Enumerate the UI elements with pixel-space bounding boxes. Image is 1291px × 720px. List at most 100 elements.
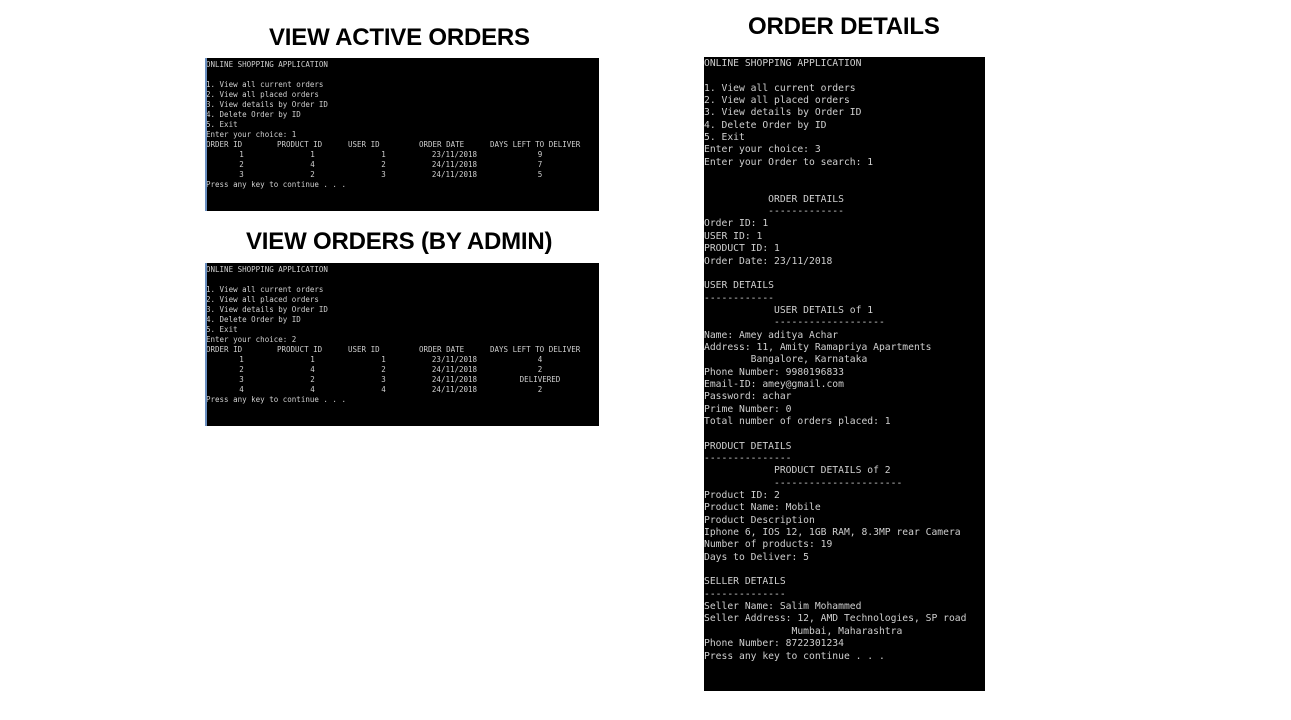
menu-item: 3. View details by Order ID [206, 305, 328, 314]
table-cell: 2 [381, 160, 386, 169]
column-header: USER ID [348, 140, 380, 149]
console-line: Product Name: Mobile [704, 502, 821, 514]
table-cell: 2 [239, 365, 244, 374]
console-line: USER DETAILS [704, 280, 774, 292]
console-line: Order Date: 23/11/2018 [704, 255, 833, 267]
console-line: PRODUCT DETAILS [704, 440, 792, 452]
console-line: SELLER DETAILS [704, 576, 786, 588]
table-cell: 4 [310, 160, 315, 169]
table-cell: 1 [381, 355, 386, 364]
window-edge [205, 263, 207, 426]
blank-line [206, 275, 599, 285]
console-line: 1. View all current orders [704, 82, 856, 94]
table-cell: 3 [239, 170, 244, 179]
table-row: 1 1 1 23/11/2018 4 [206, 355, 599, 365]
console-line [704, 268, 985, 280]
table-cell: 1 [310, 355, 315, 364]
console-line: 2. View all placed orders [704, 95, 850, 107]
console-line: ONLINE SHOPPING APPLICATION [704, 58, 862, 69]
table-cell: 4 [310, 365, 315, 374]
column-header: DAYS LEFT TO DELIVER [490, 345, 581, 354]
table-cell: 2 [310, 170, 315, 179]
console-line: Prime Number: 0 [704, 403, 792, 415]
table-cell: 3 [381, 170, 386, 179]
table-cell: 2 [381, 365, 386, 374]
console-line: ------------ [704, 292, 774, 304]
console-line: Enter your Order to search: 1 [704, 156, 874, 168]
console-line: Enter your choice: 3 [704, 144, 821, 156]
console-line: --------------- [704, 453, 792, 464]
console-line: Phone Number: 8722301234 [704, 638, 844, 650]
console-line [704, 169, 985, 181]
column-header: PRODUCT ID [277, 140, 323, 149]
column-header: PRODUCT ID [277, 345, 323, 354]
menu-item: 5. Exit [206, 120, 238, 129]
console-line: Email-ID: amey@gmail.com [704, 378, 844, 390]
console-line [704, 564, 985, 576]
continue-prompt: Press any key to continue . . . [206, 395, 346, 404]
console-line: Seller Name: Salim Mohammed [704, 601, 862, 613]
console-line: Mumbai, Maharashtra [704, 625, 903, 637]
table-row: 1 1 1 23/11/2018 9 [206, 150, 599, 160]
column-header: ORDER DATE [419, 345, 465, 354]
console-line: Name: Amey aditya Achar [704, 329, 839, 341]
menu-item: 3. View details by Order ID [206, 100, 328, 109]
table-row: 4 4 4 24/11/2018 2 [206, 385, 599, 395]
console-line: Bangalore, Karnataka [704, 354, 868, 366]
table-cell: 4 [381, 385, 386, 394]
console-line: ---------------------- [704, 477, 903, 489]
table-row: 2 4 2 24/11/2018 2 [206, 365, 599, 375]
console-line [704, 70, 985, 82]
console-line: Password: achar [704, 391, 792, 403]
console-line: 5. Exit [704, 132, 745, 144]
console-admin-orders: ONLINE SHOPPING APPLICATION 1. View all … [205, 263, 599, 426]
menu-item: 1. View all current orders [206, 285, 324, 294]
menu-item: 4. Delete Order by ID [206, 315, 301, 324]
console-line: Number of products: 19 [704, 539, 833, 551]
console-active-orders: ONLINE SHOPPING APPLICATION 1. View all … [205, 58, 599, 211]
menu-item: 2. View all placed orders [206, 295, 319, 304]
console-line: Seller Address: 12, AMD Technologies, SP… [704, 613, 967, 625]
table-cell: 24/11/2018 [431, 170, 478, 179]
choice-prompt: Enter your choice: 1 [206, 130, 297, 139]
console-line: 3. View details by Order ID [704, 107, 862, 119]
table-cell: 23/11/2018 [431, 150, 478, 159]
table-row: 3 2 3 24/11/2018 DELIVERED [206, 375, 599, 385]
console-line: Address: 11, Amity Ramapriya Apartments [704, 341, 932, 353]
column-header: DAYS LEFT TO DELIVER [490, 140, 581, 149]
console-line [704, 181, 985, 193]
table-cell: 1 [239, 355, 244, 364]
console-line: Order ID: 1 [704, 218, 769, 230]
menu-item: 2. View all placed orders [206, 90, 319, 99]
table-cell: 4 [537, 355, 543, 364]
console-line: Product Description [704, 514, 815, 526]
table-cell: 23/11/2018 [431, 355, 478, 364]
table-cell: 2 [537, 365, 543, 374]
table-cell: 4 [310, 385, 315, 394]
console-line: PRODUCT ID: 1 [704, 243, 780, 255]
console-line: ------------------- [704, 317, 885, 329]
table-header: ORDER ID PRODUCT ID USER ID ORDER DATE D… [206, 345, 599, 355]
menu-item: 5. Exit [206, 325, 238, 334]
table-cell: 24/11/2018 [431, 160, 478, 169]
table-cell: 9 [537, 150, 543, 159]
console-order-details: ONLINE SHOPPING APPLICATION 1. View all c… [704, 57, 985, 691]
menu-item: 1. View all current orders [206, 80, 324, 89]
heading-order-details: ORDER DETAILS [748, 13, 940, 40]
console-line: ------------- [704, 206, 844, 218]
console-line: Press any key to continue . . . [704, 650, 885, 662]
table-cell: 3 [239, 375, 244, 384]
menu-item: 4. Delete Order by ID [206, 110, 301, 119]
console-line: Iphone 6, IOS 12, 1GB RAM, 8.3MP rear Ca… [704, 527, 961, 539]
table-row: 3 2 3 24/11/2018 5 [206, 170, 599, 180]
table-cell: 7 [537, 160, 543, 169]
console-line: Phone Number: 9980196833 [704, 366, 844, 378]
table-cell: 2 [239, 160, 244, 169]
table-cell: 5 [537, 170, 543, 179]
column-header: ORDER ID [206, 140, 243, 149]
console-output: ONLINE SHOPPING APPLICATION 1. View all c… [704, 58, 985, 663]
table-cell: 4 [239, 385, 244, 394]
table-cell: 1 [239, 150, 244, 159]
window-edge [205, 58, 207, 211]
